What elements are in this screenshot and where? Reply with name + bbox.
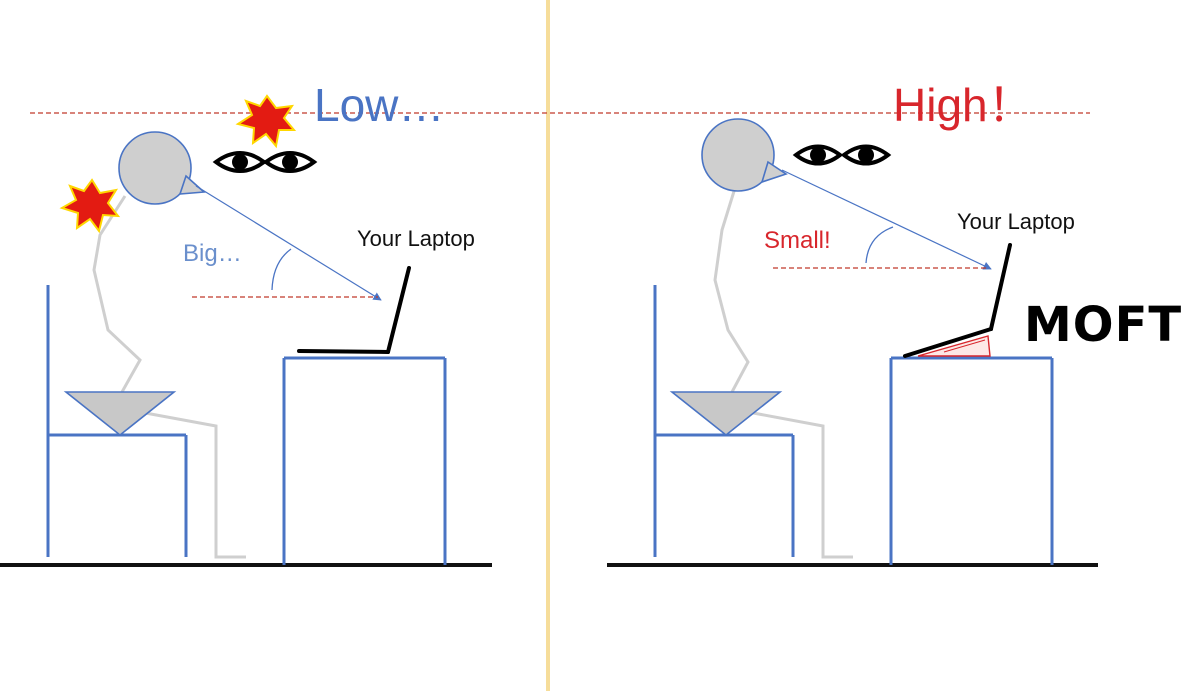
figure-head <box>701 118 775 192</box>
figure-spine <box>92 195 142 393</box>
desk <box>282 356 447 565</box>
low-heading: Low… <box>314 79 445 131</box>
angle-arc <box>865 226 894 264</box>
laptop-label: Your Laptop <box>357 226 475 251</box>
sight-line <box>195 185 382 301</box>
figure-spine <box>713 187 750 393</box>
high-heading: High！ <box>893 79 1034 131</box>
right-panel <box>607 118 1098 567</box>
figure-head <box>118 131 192 205</box>
figure-nose <box>178 174 206 195</box>
angle-label-big: Big… <box>183 240 242 267</box>
figure-leg <box>139 410 246 559</box>
laptop-label: Your Laptop <box>957 209 1075 234</box>
figure-nose <box>760 160 788 184</box>
pain-burst-icon <box>235 94 297 149</box>
eyes-icon <box>212 151 318 173</box>
moft-logo: MOFT <box>1024 297 1183 353</box>
desk <box>889 356 1054 565</box>
sight-line <box>781 169 992 270</box>
chair <box>653 285 795 557</box>
eyes-icon <box>792 144 892 166</box>
laptop-stand-support <box>943 339 986 353</box>
angle-label-small: Small! <box>764 227 831 254</box>
laptop-stand <box>917 335 991 357</box>
left-panel <box>0 94 492 567</box>
pain-burst-icon <box>59 178 121 234</box>
figure-hips <box>63 391 177 437</box>
laptop <box>297 266 411 354</box>
figure-leg <box>747 410 853 559</box>
chair <box>46 285 188 557</box>
figure-hips <box>669 391 783 437</box>
laptop <box>903 243 1012 358</box>
angle-arc <box>271 248 292 291</box>
